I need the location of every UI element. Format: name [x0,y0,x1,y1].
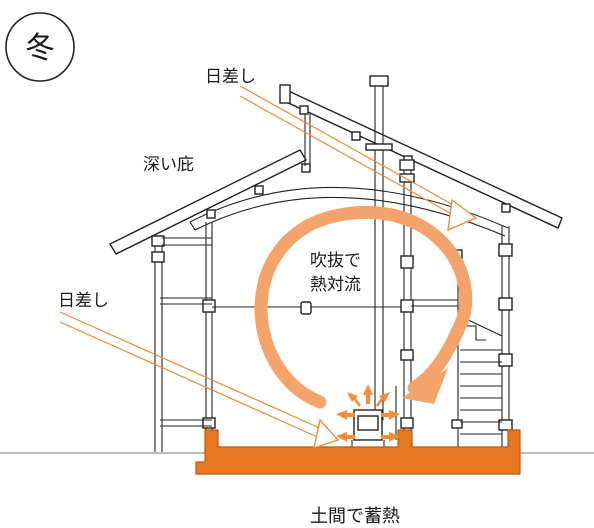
sun-label-top: 日差し [205,67,256,87]
wood-stove [351,409,385,448]
convection-label-line1: 吹抜で [310,251,361,271]
sun-ray-lower [59,311,340,450]
earthen-floor-slab [195,429,521,475]
convection-label-line2: 熱対流 [310,275,361,295]
house-structure [109,75,563,452]
sun-label-left: 日差し [58,291,109,311]
thermal-mass-label: 土間で蓄熱 [310,506,400,527]
staircase [459,315,503,435]
season-badge: 冬 [5,12,75,82]
season-label: 冬 [25,31,55,66]
sun-ray-upper [239,85,478,232]
convection-arrow [254,205,473,409]
deep-eaves-label: 深い庇 [143,155,194,175]
heat-radiation-arrows [336,384,400,442]
